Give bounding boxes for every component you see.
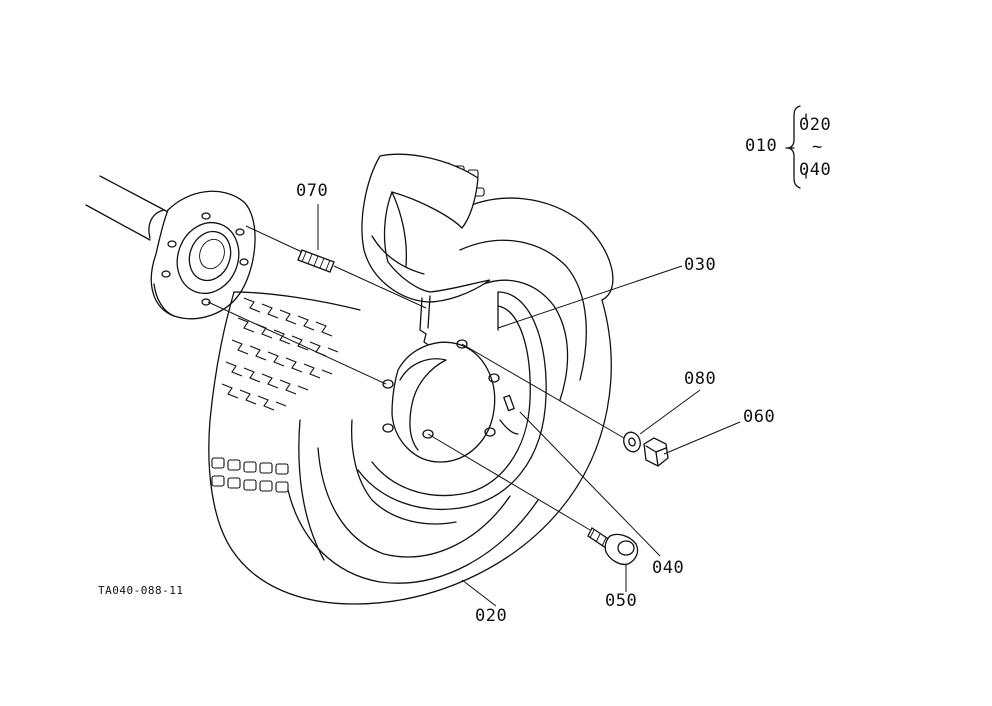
callout-070: 070 [296,181,329,201]
bolt-hole [382,379,394,389]
lock-washer [623,431,641,453]
callout-080: 080 [684,369,717,389]
assembly-range-start: 020 [799,115,832,135]
callout-060: 060 [743,407,776,427]
assembly-range-separator: ~ [812,137,823,157]
bolt-hole [382,423,394,433]
callout-050: 050 [605,591,638,611]
leader-lines [207,204,741,607]
wheel-rim [350,291,547,525]
tread-pattern-left [211,297,339,493]
stud-bolt [297,249,335,273]
hex-nut [643,437,669,467]
assembly-label: 010 [745,136,778,156]
bolt-hole [456,339,468,349]
callout-040: 040 [652,558,685,578]
inner-tube [361,153,491,347]
bolt-hole [422,429,434,439]
axle-shaft [85,175,169,241]
callout-020: 020 [475,606,508,626]
drawing-reference-code: TA040-088-11 [98,584,184,597]
hub-bolt [587,527,639,566]
hub-flange [148,190,256,320]
assembly-bracket [785,105,807,189]
bolt-hole [484,427,496,437]
tire [208,155,614,605]
assembly-range-end: 040 [799,160,832,180]
bolt-hole [488,373,500,383]
callout-030: 030 [684,255,717,275]
